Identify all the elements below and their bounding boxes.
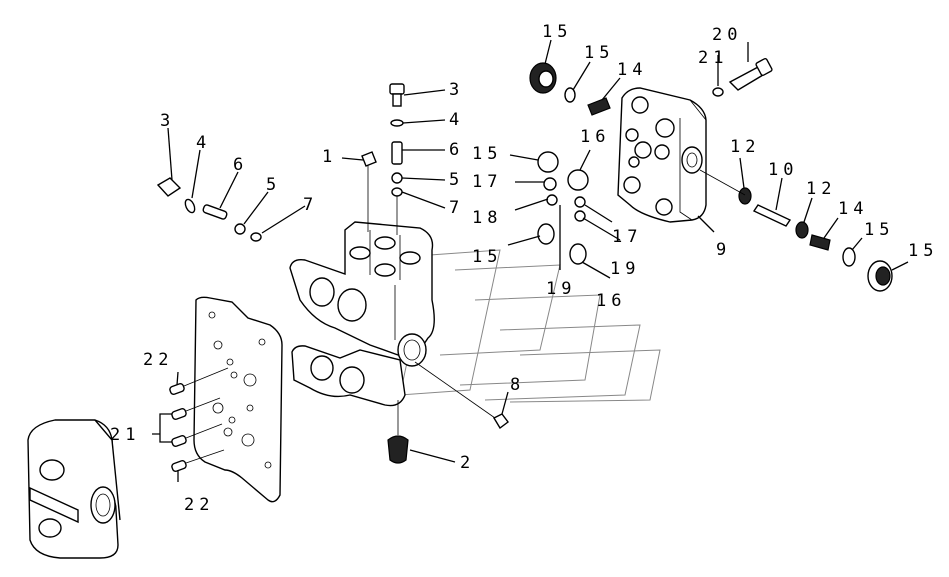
callout-17-a: 18 <box>472 208 502 228</box>
callout-16-a: 17 <box>472 172 502 192</box>
callout-11-a: 12 <box>730 137 760 157</box>
callout-15-c: 16 <box>580 127 610 147</box>
callout-2: 2 <box>460 453 475 473</box>
callout-15-a: 15 <box>472 144 502 164</box>
callout-8: 8 <box>510 375 525 395</box>
callout-1: 1 <box>322 147 337 167</box>
callout-19: 20 <box>712 25 742 45</box>
small-parts <box>156 58 893 464</box>
callout-13-b: 15 <box>908 241 938 261</box>
callout-10: 10 <box>768 160 798 180</box>
callout-12-top: 14 <box>617 60 647 80</box>
callout-15-d: 16 <box>596 291 626 311</box>
callout-7-left: 7 <box>303 195 318 215</box>
relief-block <box>617 87 707 223</box>
callout-6-upper: 6 <box>449 140 464 160</box>
callout-14-b: 15 <box>864 220 894 240</box>
callout-17-b: 19 <box>610 259 640 279</box>
end-cover-left <box>27 419 121 559</box>
callout-3-upper: 3 <box>449 80 464 100</box>
callouts: 3 4 6 5 7 1 3 4 6 5 7 15 15 14 21 20 15 … <box>110 22 938 515</box>
gasket-plate <box>193 296 283 503</box>
callout-3-left: 3 <box>160 111 175 131</box>
callout-11-b: 12 <box>806 179 836 199</box>
callout-22-bottom: 22 <box>184 495 214 515</box>
callout-21: 21 <box>110 425 140 445</box>
callout-4-left: 4 <box>196 133 211 153</box>
callout-22-top: 22 <box>143 350 173 370</box>
leader-lines <box>152 39 909 482</box>
callout-5-left: 5 <box>266 175 281 195</box>
valve-body <box>289 221 435 407</box>
callout-6-left: 6 <box>233 155 248 175</box>
callout-15-b: 15 <box>472 247 502 267</box>
callout-14-top: 15 <box>584 43 614 63</box>
callout-20: 21 <box>698 48 728 68</box>
callout-7-upper: 7 <box>449 198 464 218</box>
callout-12-b: 14 <box>838 199 868 219</box>
callout-18: 19 <box>546 279 576 299</box>
callout-4-upper: 4 <box>449 110 464 130</box>
callout-9: 9 <box>716 240 731 260</box>
callout-13-top: 15 <box>542 22 572 42</box>
callout-16-b: 17 <box>612 227 642 247</box>
dowel-pins <box>169 367 229 473</box>
callout-5-upper: 5 <box>449 170 464 190</box>
